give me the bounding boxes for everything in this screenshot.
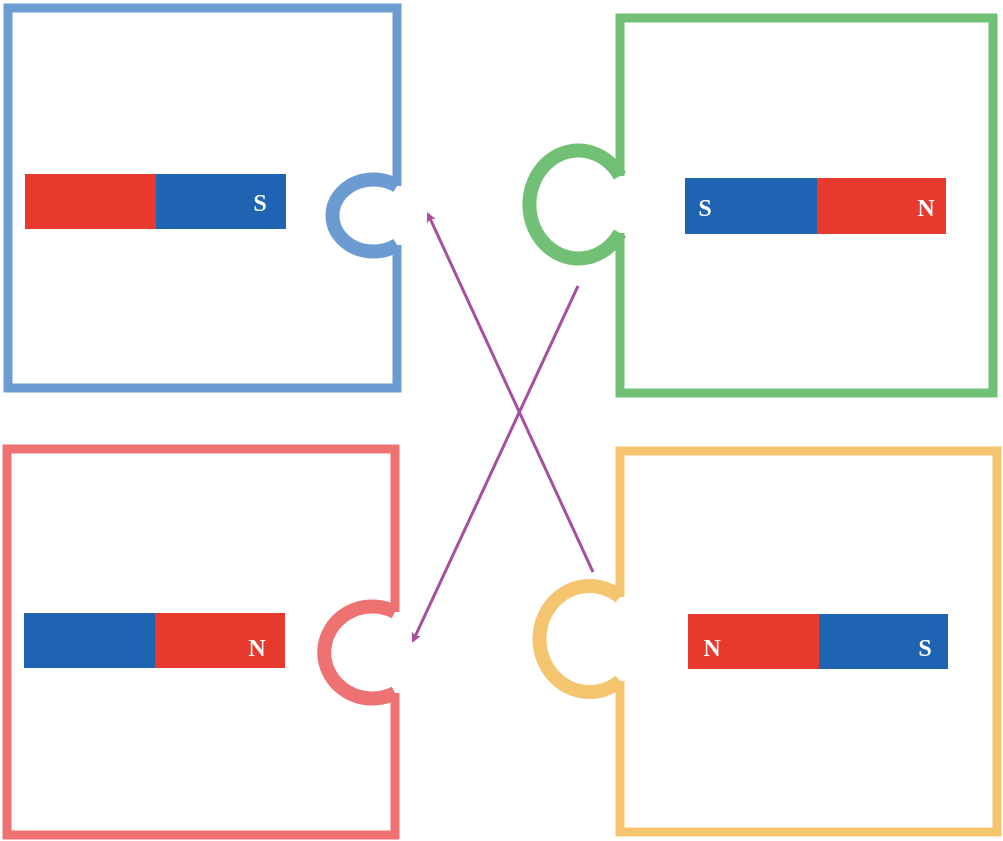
magnet-top-right-right-pole xyxy=(817,178,946,234)
piece-top-left-frame xyxy=(3,3,402,393)
magnet-top-right-right-label: N xyxy=(917,196,935,222)
magnet-top-left-right-pole xyxy=(156,174,286,229)
arrow-top-right-to-bottom-left xyxy=(411,285,580,643)
magnet-top-right-left-pole xyxy=(685,178,817,234)
magnet-bottom-right-right-label: S xyxy=(918,636,931,662)
piece-top-left-connector xyxy=(325,172,401,259)
piece-top-right-connector xyxy=(522,143,627,266)
piece-top-right-frame xyxy=(615,13,998,398)
magnet-bottom-right-right-pole xyxy=(819,614,948,669)
magnet-top-right: S N xyxy=(685,178,946,234)
magnet-bottom-left-left-pole xyxy=(24,613,155,668)
piece-top-left: S xyxy=(3,3,402,393)
piece-top-right: S N xyxy=(522,13,998,398)
arrow-bottom-right-to-top-left xyxy=(426,212,595,573)
magnet-top-left-left-pole xyxy=(25,174,156,229)
magnet-bottom-left-right-label: N xyxy=(248,636,266,662)
magnet-top-left: S xyxy=(25,174,286,229)
piece-bottom-right-frame xyxy=(615,446,1002,837)
magnet-bottom-left-right-pole xyxy=(155,613,285,668)
magnet-top-right-left-label: S xyxy=(698,196,711,222)
piece-bottom-left-connector xyxy=(317,599,399,706)
piece-bottom-right: N S xyxy=(532,446,1002,837)
magnet-bottom-right: N S xyxy=(688,614,948,669)
magnet-bottom-right-left-pole xyxy=(688,614,819,669)
magnet-bottom-right-left-label: N xyxy=(703,636,721,662)
piece-bottom-right-connector xyxy=(532,579,625,699)
magnet-top-left-right-label: S xyxy=(253,191,266,217)
magnet-bottom-left: N xyxy=(24,613,285,668)
piece-bottom-left-frame xyxy=(2,444,400,840)
piece-bottom-left: N xyxy=(2,444,400,840)
